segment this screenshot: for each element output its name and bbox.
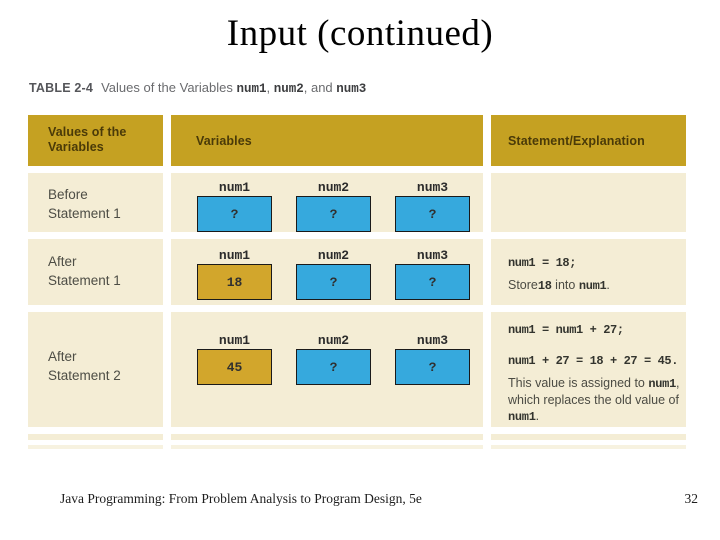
- statement-code: num1 + 27 = 18 + 27 = 45.: [508, 354, 679, 368]
- row-label-after-statement-1: After Statement 1: [28, 239, 163, 305]
- var-num3-label: num3: [416, 180, 449, 195]
- statement-explanation: Store18 into num1.: [508, 278, 610, 293]
- table-bottom-strip-faint: [28, 445, 686, 449]
- row-label-after-statement-2: After Statement 2: [28, 312, 163, 427]
- row-3-variables-cell: num1 45 num2 ? num3 ?: [171, 312, 483, 427]
- header-values-of-variables: Values of the Variables: [28, 115, 163, 166]
- var-num3-box: ?: [395, 196, 470, 232]
- var-num1: num1 18: [197, 248, 272, 300]
- statement-explanation: This value is assigned to num1, which re…: [508, 376, 680, 424]
- header-variables: Variables: [171, 115, 483, 166]
- statement-code: num1 = 18;: [508, 256, 577, 270]
- var-num1-box: 18: [197, 264, 272, 300]
- table-caption-label: TABLE 2-4: [29, 81, 94, 95]
- var-num3-box: ?: [395, 349, 470, 385]
- var-num3-box: ?: [395, 264, 470, 300]
- var-num1: num1 ?: [197, 180, 272, 232]
- var-num3: num3 ?: [395, 248, 470, 300]
- row-1-variables-cell: num1 ? num2 ? num3 ?: [171, 173, 483, 232]
- header-statement-explanation: Statement/Explanation: [491, 115, 686, 166]
- var-num2: num2 ?: [296, 333, 371, 385]
- table-bottom-strip: [491, 434, 686, 440]
- row-3-statement-cell: num1 = num1 + 27; num1 + 27 = 18 + 27 = …: [491, 312, 686, 427]
- statement-code: num1 = num1 + 27;: [508, 323, 624, 337]
- row-2-statement-cell: num1 = 18; Store18 into num1.: [491, 239, 686, 305]
- var-num1: num1 45: [197, 333, 272, 385]
- var-num1-label: num1: [218, 333, 251, 348]
- var-num3-label: num3: [416, 248, 449, 263]
- values-table: Values of the Variables Variables Statem…: [28, 115, 686, 440]
- row-2-variables-cell: num1 18 num2 ? num3 ?: [171, 239, 483, 305]
- var-num3: num3 ?: [395, 180, 470, 232]
- var-num2-label: num2: [317, 248, 350, 263]
- table-bottom-strip: [171, 434, 483, 440]
- table-caption-text: Values of the Variables num1, num2, and …: [101, 80, 367, 96]
- var-num2-box: ?: [296, 264, 371, 300]
- var-num2-box: ?: [296, 349, 371, 385]
- table-caption: TABLE 2-4 Values of the Variables num1, n…: [29, 80, 669, 96]
- row-1-statement-cell: [491, 173, 686, 232]
- var-num2: num2 ?: [296, 180, 371, 232]
- var-num2: num2 ?: [296, 248, 371, 300]
- table-bottom-strip: [28, 434, 163, 440]
- var-num2-label: num2: [317, 180, 350, 195]
- var-num1-label: num1: [218, 248, 251, 263]
- footer-page-number: 32: [684, 491, 699, 506]
- var-num1-label: num1: [218, 180, 251, 195]
- var-num1-box: 45: [197, 349, 272, 385]
- page-title: Input (continued): [226, 13, 494, 54]
- var-num2-label: num2: [317, 333, 350, 348]
- var-num1-box: ?: [197, 196, 272, 232]
- var-num3: num3 ?: [395, 333, 470, 385]
- var-num2-box: ?: [296, 196, 371, 232]
- footer-book-title: Java Programming: From Problem Analysis …: [60, 491, 422, 506]
- var-num3-label: num3: [416, 333, 449, 348]
- row-label-before-statement-1: Before Statement 1: [28, 173, 163, 232]
